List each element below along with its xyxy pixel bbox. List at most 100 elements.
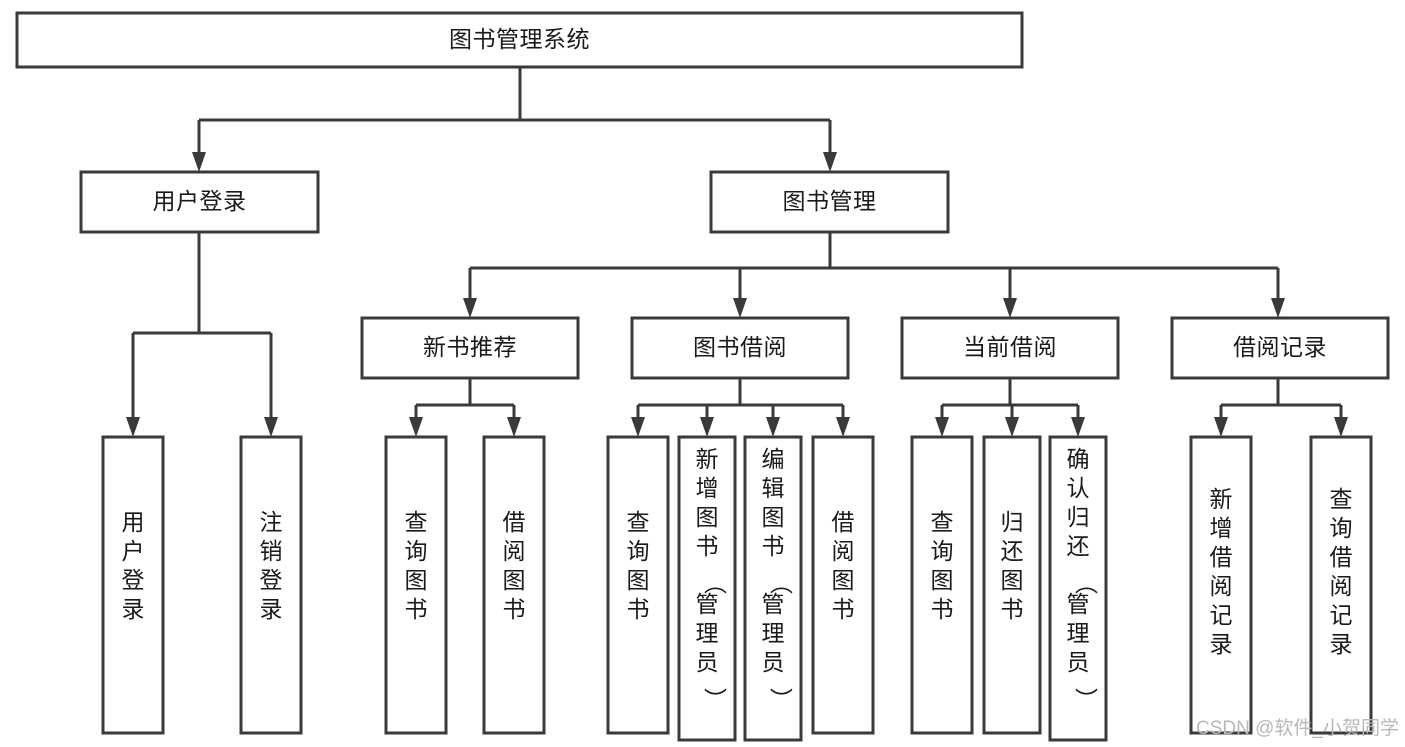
node-label-char: 增	[696, 475, 719, 501]
node-box[interactable]	[384, 435, 448, 735]
node-box[interactable]	[1170, 316, 1390, 380]
node-label-char: 书	[762, 533, 785, 559]
arrow-head-icon	[409, 417, 423, 437]
node-label-char: 书	[832, 596, 855, 622]
node-box[interactable]	[743, 435, 803, 742]
node-box[interactable]	[79, 170, 320, 234]
node-l3-当前借阅[interactable]: 当前借阅	[900, 316, 1120, 380]
node-label-char: 书	[627, 596, 650, 622]
node-l3-借阅记录[interactable]: 借阅记录	[1170, 316, 1390, 380]
node-label-char: 录	[122, 596, 145, 622]
node-l3-新书推荐[interactable]: 新书推荐	[360, 316, 580, 380]
arrow-head-icon	[631, 417, 645, 437]
node-l2-图书管理[interactable]: 图书管理	[709, 170, 950, 234]
node-label-char: 销	[260, 538, 283, 564]
node-label-char: 还	[1001, 538, 1024, 564]
node-box[interactable]	[101, 435, 165, 735]
node-label-char: 登	[122, 567, 145, 593]
node-label-char: 查	[931, 509, 954, 535]
node-label-char: 理	[696, 620, 719, 646]
node-label-char: 书	[1001, 596, 1024, 622]
node-box[interactable]	[900, 316, 1120, 380]
arrow-head-icon	[1005, 417, 1019, 437]
node-label-char: 阅	[503, 538, 526, 564]
node-label-char: 录	[260, 596, 283, 622]
connector-borrow-to-leaves	[631, 378, 850, 437]
node-label-char: 还	[1067, 533, 1090, 559]
node-box[interactable]	[1309, 435, 1373, 735]
node-label-char: 图	[503, 567, 526, 593]
node-label-char: 图	[762, 504, 785, 530]
node-label: 当前借阅	[963, 334, 1057, 360]
node-label-char: 询	[1330, 515, 1353, 541]
node-root-图书管理系统[interactable]: 图书管理系统	[15, 11, 1024, 69]
arrow-head-icon	[264, 417, 278, 437]
node-label-char: ）	[702, 688, 728, 711]
node-box[interactable]	[982, 435, 1042, 735]
node-label-char: 认	[1067, 475, 1090, 501]
node-box[interactable]	[811, 435, 875, 735]
arrow-head-icon	[733, 298, 747, 318]
node-l3-图书借阅[interactable]: 图书借阅	[630, 316, 850, 380]
arrow-head-icon	[823, 152, 837, 172]
node-box[interactable]	[239, 435, 303, 735]
connector-user-login-to-leaves	[126, 232, 278, 437]
node-box[interactable]	[677, 435, 737, 742]
node-label-char: 图	[931, 567, 954, 593]
node-box[interactable]	[360, 316, 580, 380]
node-box[interactable]	[910, 435, 974, 735]
node-label-char: 理	[762, 620, 785, 646]
node-label: 图书管理系统	[449, 26, 590, 52]
node-label-char: （	[702, 572, 728, 595]
node-label-char: 图	[627, 567, 650, 593]
arrow-head-icon	[1334, 417, 1348, 437]
node-label-char: 管	[696, 591, 719, 617]
node-label-char: 阅	[1330, 573, 1353, 599]
node-box[interactable]	[709, 170, 950, 234]
node-label-char: 员	[1067, 649, 1090, 675]
node-l2-用户登录[interactable]: 用户登录	[79, 170, 320, 234]
node-label-char: ）	[1073, 688, 1099, 711]
connector-root-to-level2	[192, 67, 837, 172]
node-label-char: 查	[405, 509, 428, 535]
node-box[interactable]	[1189, 435, 1253, 735]
arrow-head-icon	[1003, 298, 1017, 318]
arrow-head-icon	[836, 417, 850, 437]
node-label: 图书管理	[783, 188, 877, 214]
node-label-char: 新	[696, 446, 719, 472]
node-leaf-用户登录[interactable]: 用户登录	[101, 435, 165, 735]
node-label-char: 管	[1067, 591, 1090, 617]
node-label-char: 询	[931, 538, 954, 564]
node-label-char: 注	[260, 509, 283, 535]
node-label: 图书借阅	[693, 334, 787, 360]
connector-current-borrow-to-leaves	[935, 378, 1085, 437]
node-label: 新书推荐	[423, 334, 517, 360]
node-label-char: ）	[768, 688, 794, 711]
node-label-char: 归	[1001, 509, 1024, 535]
node-box[interactable]	[15, 11, 1024, 69]
node-label-char: 录	[1210, 631, 1233, 657]
connector-book-manage-to-level3	[463, 232, 1285, 318]
node-box[interactable]	[630, 316, 850, 380]
node-label-char: 图	[832, 567, 855, 593]
node-box[interactable]	[1048, 435, 1108, 742]
node-label-char: 借	[1330, 544, 1353, 570]
node-box[interactable]	[606, 435, 670, 735]
arrow-head-icon	[935, 417, 949, 437]
node-label-char: 户	[122, 538, 145, 564]
node-box[interactable]	[482, 435, 546, 735]
node-label-char: 图	[405, 567, 428, 593]
